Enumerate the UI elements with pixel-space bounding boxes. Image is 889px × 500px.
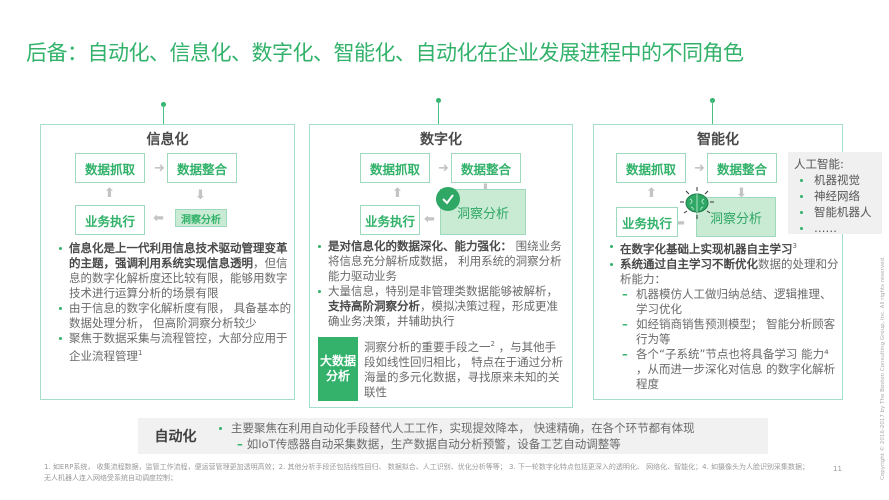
- bigdata-description: 洞察分析的重要手段之一2 ，与其他手段如线性回归相比， 特点在于通过分析海量的多…: [364, 339, 564, 399]
- node-data-capture: 数据抓取: [360, 153, 430, 183]
- arrow-right-icon: ➜: [438, 161, 449, 176]
- node-data-capture: 数据抓取: [616, 153, 686, 183]
- panel-title: 数字化: [420, 132, 462, 148]
- connector-line-2: [438, 100, 439, 124]
- connector-line-1: [163, 104, 164, 124]
- bullet-item: 在数字化基础上实现机器自主学习3: [608, 239, 840, 257]
- arrow-right-icon: ➜: [694, 161, 705, 176]
- bullet-item: 是对信息化的数据深化、能力强化： 围绕业务将信息充分解析成数据， 利用系统的洞察…: [316, 239, 568, 284]
- sub-bullet-item: 如经销商销售预测模型； 智能分析顾客行为等: [608, 317, 840, 347]
- panel-informatization: 信息化 数据抓取 ➜ 数据整合 ⬇ 洞察分析 ⬅ 业务执行 ⬆ 信息化是上一代利…: [40, 124, 295, 400]
- digitalization-bullets: 是对信息化的数据深化、能力强化： 围绕业务将信息充分解析成数据， 利用系统的洞察…: [316, 239, 568, 329]
- ai-item: 智能机器人: [794, 204, 874, 220]
- arrow-left-icon: ⬅: [153, 211, 164, 226]
- node-data-integration: 数据整合: [707, 153, 777, 183]
- node-data-integration: 数据整合: [167, 153, 237, 183]
- arrow-left-icon: ⬅: [674, 216, 685, 231]
- bullet-item: 信息化是上一代利用信息技术驱动管理变革的主题，强调利用系统实现信息透明，但信息的…: [57, 241, 293, 301]
- ai-item: ……: [794, 220, 874, 236]
- sub-bullet-item: 各个“子系统”节点也将具备学习 能力⁴ ，从而进一步深化对信息 的数字化解析程度: [608, 347, 840, 392]
- ai-item: 神经网络: [794, 188, 874, 204]
- automation-line-1: 主要聚焦在利用自动化手段替代人工工作，实现提效降本， 快速精确，在各个环节都有体…: [213, 420, 695, 436]
- node-business-execution: 业务执行: [616, 207, 678, 237]
- intelligentization-bullets: 在数字化基础上实现机器自主学习3 系统通过自主学习不断优化数据的处理和分析能力：…: [608, 239, 840, 392]
- ai-item: 机器视觉: [794, 172, 874, 188]
- arrow-left-icon: ⬅: [424, 212, 435, 227]
- bullet-item: 系统通过自主学习不断优化数据的处理和分析能力：: [608, 257, 840, 287]
- copyright-notice: Copyright © 2016-2017 by The Boston Cons…: [880, 256, 886, 480]
- ai-callout-heading: 人工智能:: [794, 157, 844, 171]
- arrow-down-icon: ⬇: [736, 186, 747, 201]
- arrow-up-icon: ⬆: [646, 186, 657, 201]
- page-title: 后备：自动化、信息化、数字化、智能化、自动化在企业发展进程中的不同角色: [26, 41, 744, 65]
- informatization-bullets: 信息化是上一代利用信息技术驱动管理变革的主题，强调利用系统实现信息透明，但信息的…: [57, 241, 293, 364]
- brain-icon: [680, 187, 714, 219]
- sub-bullet-item: 机器模仿人工做归纳总结、逻辑推理、学习优化: [608, 287, 840, 317]
- bullet-item: 由于信息的数字化解析度有限， 具备基本的数据处理分析， 但高阶洞察分析较少: [57, 301, 293, 331]
- page-number: 11: [833, 465, 842, 473]
- check-icon: [436, 187, 460, 211]
- automation-description: 主要聚焦在利用自动化手段替代人工工作，实现提效降本， 快速精确，在各个环节都有体…: [213, 420, 695, 452]
- node-data-capture: 数据抓取: [75, 153, 145, 183]
- node-data-integration: 数据整合: [451, 153, 521, 183]
- node-insight-analysis: 洞察分析: [175, 209, 227, 227]
- arrow-down-icon: ⬇: [195, 188, 206, 203]
- arrow-right-icon: ➜: [154, 161, 165, 176]
- automation-line-2: –如IoT传感器自动采集数据，生产数据自动分析预警，设备工艺自动调整等: [237, 437, 621, 451]
- automation-bar: 自动化 主要聚焦在利用自动化手段替代人工工作，实现提效降本， 快速精确，在各个环…: [138, 418, 768, 454]
- node-insight-analysis-highlighted: 洞察分析: [440, 189, 526, 235]
- panel-title: 信息化: [146, 132, 189, 148]
- connector-line-3: [712, 100, 713, 124]
- node-business-execution: 业务执行: [360, 205, 420, 235]
- panel-digitalization: 数字化 数据抓取 ➜ 数据整合 ⬇ 洞察分析 ⬅ 业务执行 ⬆ 是对信息化的数据…: [309, 124, 573, 408]
- automation-label: 自动化: [154, 429, 197, 445]
- bullet-item: 聚焦于数据采集与流程管控，大部分应用于企业流程管理1: [57, 331, 293, 364]
- panel-intelligentization: 智能化 数据抓取 ➜ 数据整合 ⬇ 洞察分析 ⬅ 业务执行 ⬆ 在数字化基础上实…: [593, 124, 843, 400]
- arrow-up-icon: ⬆: [392, 186, 403, 201]
- node-business-execution: 业务执行: [75, 205, 145, 235]
- arrow-up-icon: ⬆: [104, 186, 115, 201]
- bigdata-analysis-badge: 大数据 分析: [318, 337, 358, 401]
- panel-title: 智能化: [697, 132, 739, 148]
- ai-callout: 人工智能: 机器视觉 神经网络 智能机器人 ……: [788, 152, 882, 236]
- footnote: 1. 如ERP系统， 收集流程数据，监管工作流程，便运营管理更加透明高效；2. …: [44, 463, 810, 482]
- bullet-item: 大量信息，特别是非管理类数据能够被解析， 支持高阶洞察分析，模拟决策过程，形成更…: [316, 284, 568, 329]
